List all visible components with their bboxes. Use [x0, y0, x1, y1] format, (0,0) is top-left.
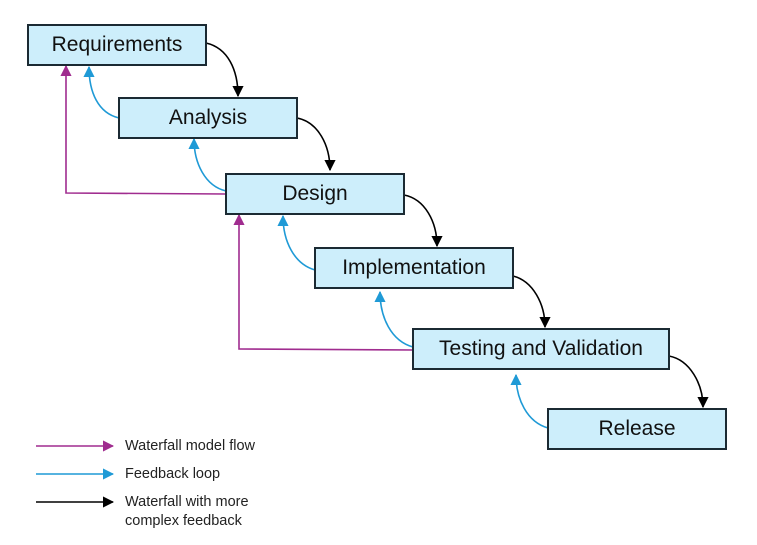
- feedback-arrow-analysis-to-requirements: [83, 65, 120, 119]
- stage-analysis-label: Analysis: [168, 106, 248, 129]
- stage-design: Design: [225, 173, 405, 215]
- stage-analysis: Analysis: [118, 97, 298, 139]
- stage-design-label: Design: [282, 182, 348, 205]
- legend-waterfall-model-flow-label: Waterfall model flow: [125, 438, 256, 454]
- flow-arrow-requirements-to-analysis: [205, 42, 244, 98]
- feedback-arrow-testing-to-implementation: [374, 290, 414, 348]
- feedback-arrow-release-to-testing: [510, 373, 549, 429]
- stage-requirements-label: Requirements: [51, 33, 183, 56]
- legend-complex-feedback-line1: Waterfall with more: [125, 494, 249, 510]
- stage-testing-and-validation-label: Testing and Validation: [439, 337, 643, 360]
- legend-complex-feedback-label: Waterfall with more complex feedback: [125, 493, 249, 531]
- stage-release: Release: [547, 408, 727, 450]
- stage-release-label: Release: [598, 417, 676, 440]
- feedback-arrow-implementation-to-design: [277, 214, 316, 271]
- feedback-arrow-design-to-analysis: [188, 137, 227, 192]
- legend-feedback-loop-label: Feedback loop: [125, 466, 221, 482]
- flow-arrow-implementation-to-testing: [512, 275, 551, 329]
- stage-implementation-label: Implementation: [342, 256, 486, 279]
- long-feedback-arrow-testing-to-design: [233, 213, 414, 351]
- long-feedback-arrow-design-to-requirements: [60, 64, 227, 195]
- stage-implementation: Implementation: [314, 247, 514, 289]
- legend-complex-feedback-line2: complex feedback: [125, 513, 242, 529]
- stage-testing-and-validation: Testing and Validation: [412, 328, 670, 370]
- stage-requirements: Requirements: [27, 24, 207, 66]
- flow-arrow-design-to-implementation: [403, 194, 443, 248]
- flow-arrow-testing-to-release: [668, 355, 709, 409]
- flow-arrow-analysis-to-design: [296, 117, 336, 172]
